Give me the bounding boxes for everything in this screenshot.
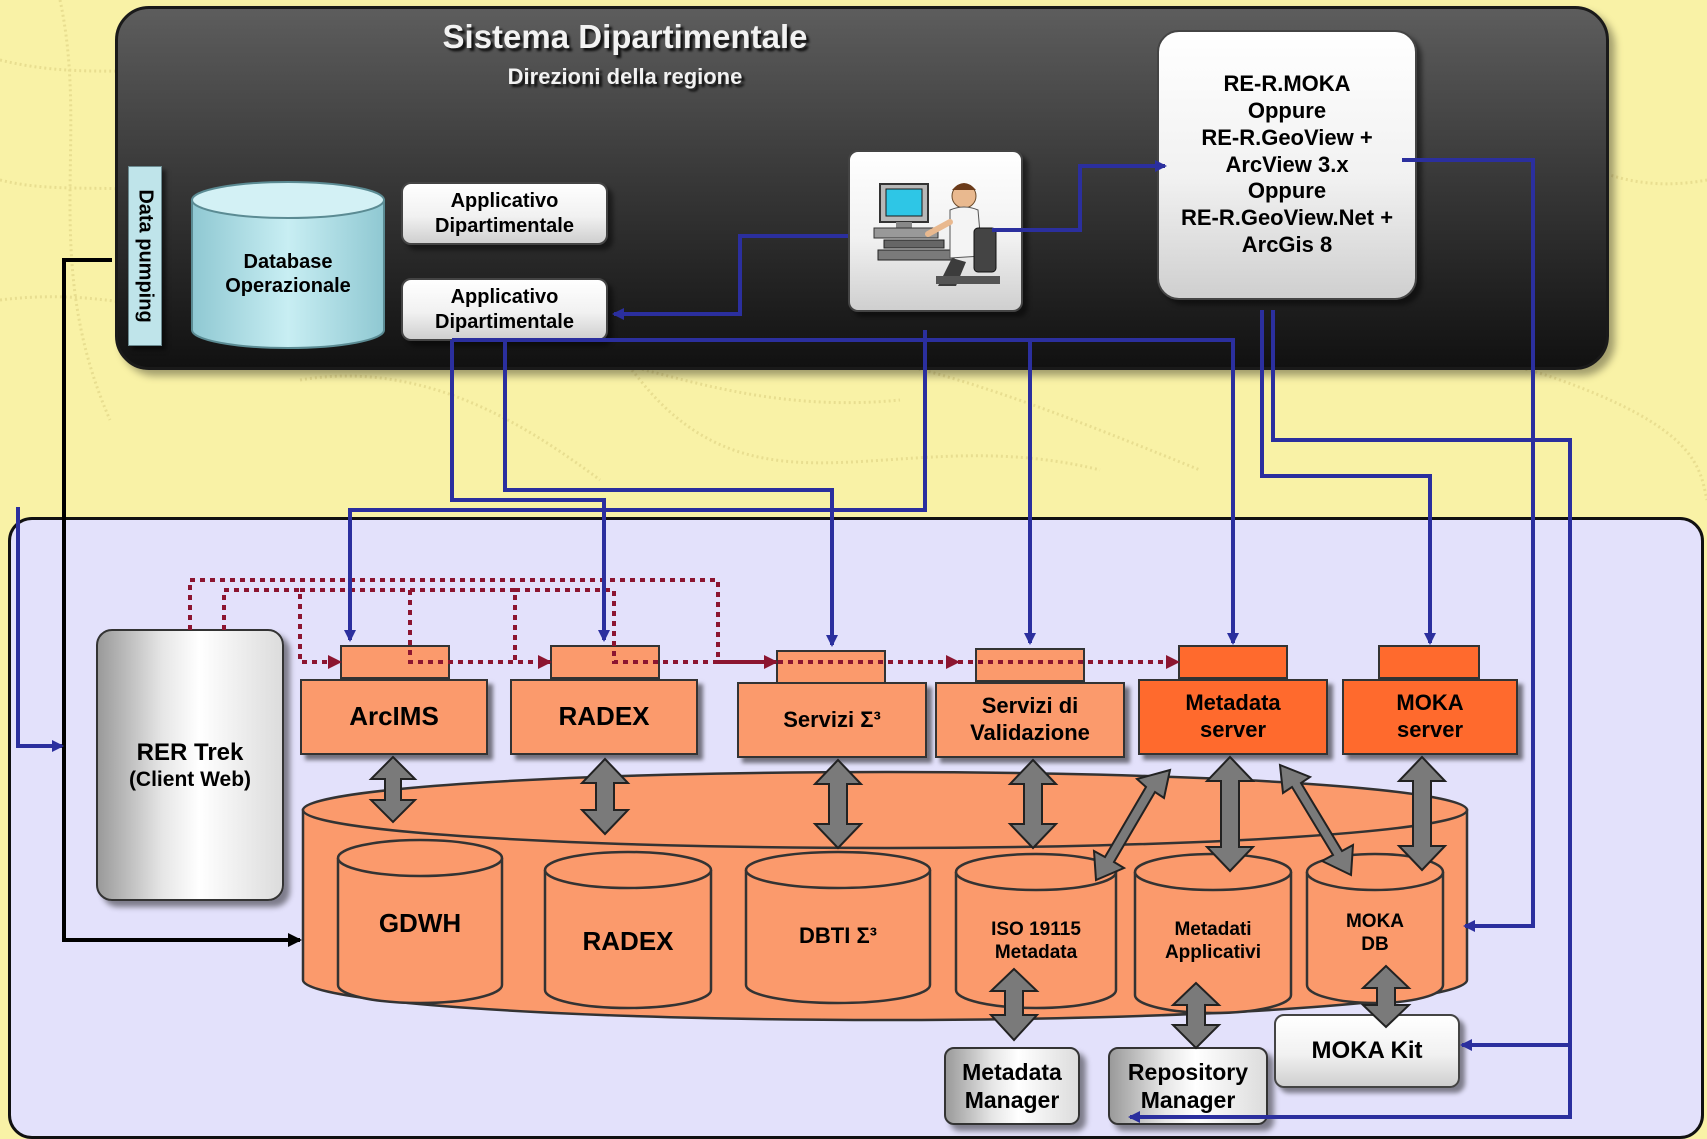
rer-trek-client-web[interactable]: RER Trek (Client Web)	[96, 629, 284, 901]
user-at-computer-icon	[873, 183, 1000, 286]
operational-database-label: Database Operazionale	[225, 251, 351, 298]
validation-services-tab	[975, 648, 1085, 682]
servizi-s3-tab	[776, 650, 886, 684]
data-pumping-label: Data pumping	[128, 166, 162, 346]
arcims-tab	[340, 645, 450, 679]
metadata-server[interactable]: Metadata server	[1138, 679, 1328, 755]
moka-kit-tool[interactable]: MOKA Kit	[1274, 1014, 1460, 1088]
moka-db-database: MOKA DB	[1345, 911, 1405, 956]
moka-server[interactable]: MOKA server	[1342, 679, 1518, 755]
iso-19115-metadata-database: ISO 19115 Metadata	[991, 919, 1081, 964]
radex-database: RADEX	[582, 926, 674, 956]
moka-server-tab	[1378, 645, 1480, 679]
metadata-server-tab	[1178, 645, 1288, 679]
metadata-manager-tool[interactable]: Metadata Manager	[944, 1047, 1080, 1125]
user-workstation[interactable]	[848, 150, 1023, 312]
validation-services[interactable]: Servizi di Validazione	[935, 682, 1125, 758]
arcims-service[interactable]: ArcIMS	[300, 679, 488, 755]
radex-service[interactable]: RADEX	[510, 679, 698, 755]
geodatabase-repository-drum	[301, 770, 1469, 1022]
dbti-s3-database: DBTI Σ³	[799, 923, 877, 948]
servizi-s3-service[interactable]: Servizi Σ³	[737, 682, 927, 758]
radex-service-tab	[550, 645, 660, 679]
panel-title: Sistema Dipartimentale	[442, 18, 808, 55]
panel-subtitle: Direzioni della regione	[507, 64, 743, 89]
departmental-app-1[interactable]: Applicativo Dipartimentale	[401, 182, 608, 245]
moka-geoview-client-box[interactable]: RE-R.MOKA Oppure RE-R.GeoView + ArcView …	[1157, 30, 1417, 300]
gdwh-database: GDWH	[378, 908, 462, 938]
application-metadata-database: Metadati Applicativi	[1164, 919, 1262, 964]
departmental-app-2[interactable]: Applicativo Dipartimentale	[401, 278, 608, 341]
repository-manager-tool[interactable]: Repository Manager	[1108, 1047, 1268, 1125]
